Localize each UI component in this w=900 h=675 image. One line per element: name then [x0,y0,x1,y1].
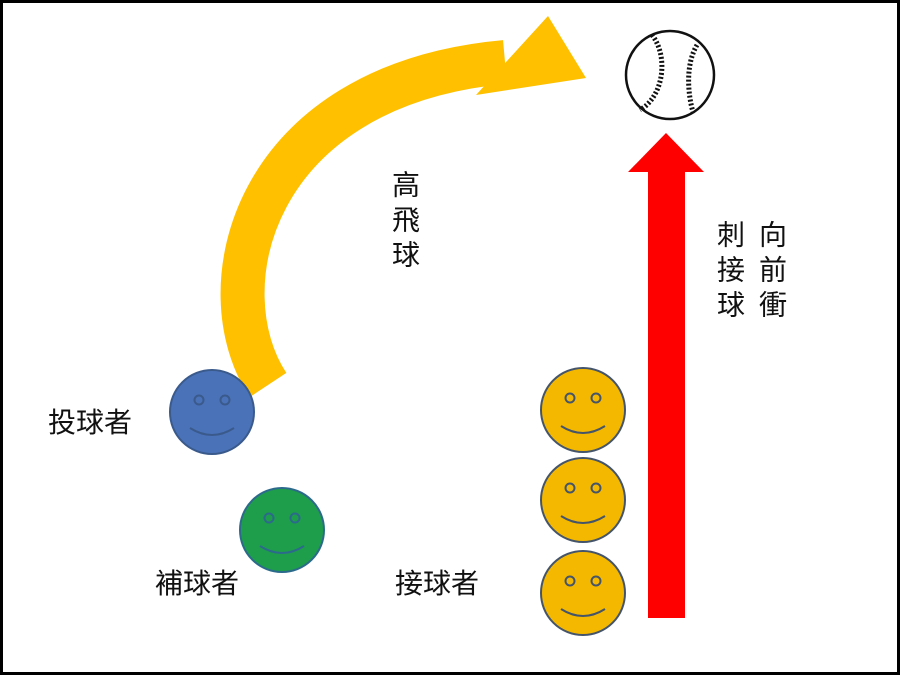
catcher-face-icon [540,550,626,636]
charge-label-col2: 向前衝 [755,220,788,325]
backup-face-icon [239,487,325,573]
backup-label: 補球者 [155,567,239,600]
catcher-face-icon [540,457,626,543]
charge-label-col1: 刺接球 [713,220,746,325]
charge-arrow [628,133,704,618]
pitcher-label: 投球者 [48,406,132,439]
catcher-label: 接球者 [395,567,479,600]
pitcher-face-icon [169,369,255,455]
lob-arrow [220,16,586,398]
lob-label: 高飛球 [388,170,421,275]
baseball-icon [624,29,716,121]
catcher-face-icon [540,367,626,453]
